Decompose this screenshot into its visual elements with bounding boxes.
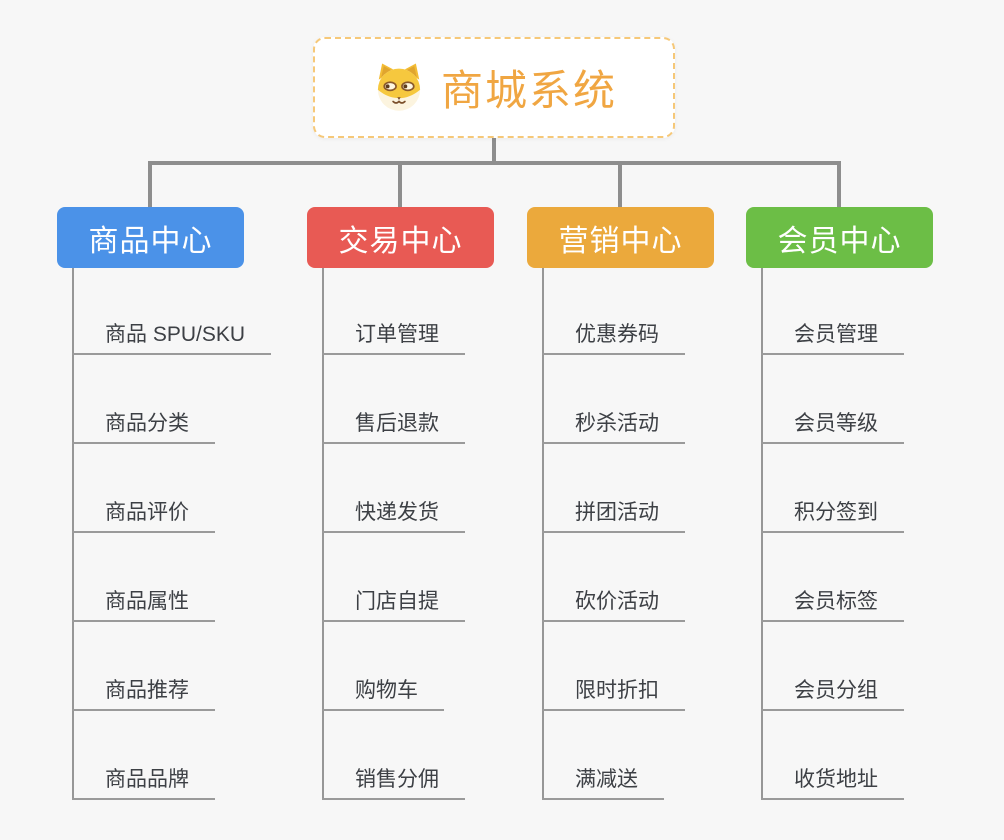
dog-face-icon	[377, 63, 421, 111]
child-node[interactable]: 会员标签	[761, 582, 904, 622]
child-node[interactable]: 砍价活动	[542, 582, 685, 622]
child-node[interactable]: 会员分组	[761, 671, 904, 711]
branch-label: 会员中心	[777, 224, 902, 258]
children-column-product-center: 商品 SPU/SKU 商品分类 商品评价 商品属性 商品推荐 商品品牌	[72, 268, 302, 802]
child-node[interactable]: 会员等级	[761, 404, 904, 444]
connector-horizontal-bus	[148, 161, 841, 165]
column-spine-line	[761, 268, 763, 800]
child-node[interactable]: 商品品牌	[72, 760, 215, 800]
column-spine-line	[72, 268, 74, 800]
child-node[interactable]: 快递发货	[322, 493, 465, 533]
child-node[interactable]: 购物车	[322, 671, 444, 711]
child-node[interactable]: 商品 SPU/SKU	[72, 315, 272, 355]
column-spine-line	[542, 268, 544, 800]
child-node[interactable]: 拼团活动	[542, 493, 685, 533]
branch-node-member-center[interactable]: 会员中心	[746, 207, 933, 268]
children-column-trade-center: 订单管理 售后退款 快递发货 门店自提 购物车 销售分佣	[322, 268, 552, 802]
branch-label: 营销中心	[558, 224, 683, 258]
column-spine-line	[322, 268, 324, 800]
child-node[interactable]: 订单管理	[322, 315, 465, 355]
root-node-mall-system[interactable]: 商城系统	[313, 37, 675, 138]
children-column-marketing-center: 优惠券码 秒杀活动 拼团活动 砍价活动 限时折扣 满减送	[542, 268, 772, 802]
branch-label: 商品中心	[88, 224, 213, 258]
child-node[interactable]: 秒杀活动	[542, 404, 685, 444]
child-node[interactable]: 积分签到	[761, 493, 904, 533]
child-node[interactable]: 门店自提	[322, 582, 465, 622]
child-node[interactable]: 会员管理	[761, 315, 904, 355]
connector-root-trunk	[492, 138, 496, 165]
child-node[interactable]: 商品评价	[72, 493, 215, 533]
child-node[interactable]: 优惠券码	[542, 315, 685, 355]
children-column-member-center: 会员管理 会员等级 积分签到 会员标签 会员分组 收货地址	[761, 268, 991, 802]
child-node[interactable]: 限时折扣	[542, 671, 685, 711]
root-node-label: 商城系统	[440, 67, 617, 114]
connector-drop-trade-center	[398, 161, 402, 211]
branch-node-trade-center[interactable]: 交易中心	[307, 207, 494, 268]
branch-node-product-center[interactable]: 商品中心	[57, 207, 244, 268]
child-node[interactable]: 商品分类	[72, 404, 215, 444]
connector-drop-marketing-center	[618, 161, 622, 211]
child-node[interactable]: 销售分佣	[322, 760, 465, 800]
child-node[interactable]: 商品推荐	[72, 671, 215, 711]
child-node[interactable]: 收货地址	[761, 760, 904, 800]
child-node[interactable]: 商品属性	[72, 582, 215, 622]
branch-node-marketing-center[interactable]: 营销中心	[527, 207, 714, 268]
branch-label: 交易中心	[338, 224, 463, 258]
connector-drop-product-center	[148, 161, 152, 211]
connector-drop-member-center	[837, 161, 841, 211]
child-node[interactable]: 售后退款	[322, 404, 465, 444]
child-node[interactable]: 满减送	[542, 760, 664, 800]
